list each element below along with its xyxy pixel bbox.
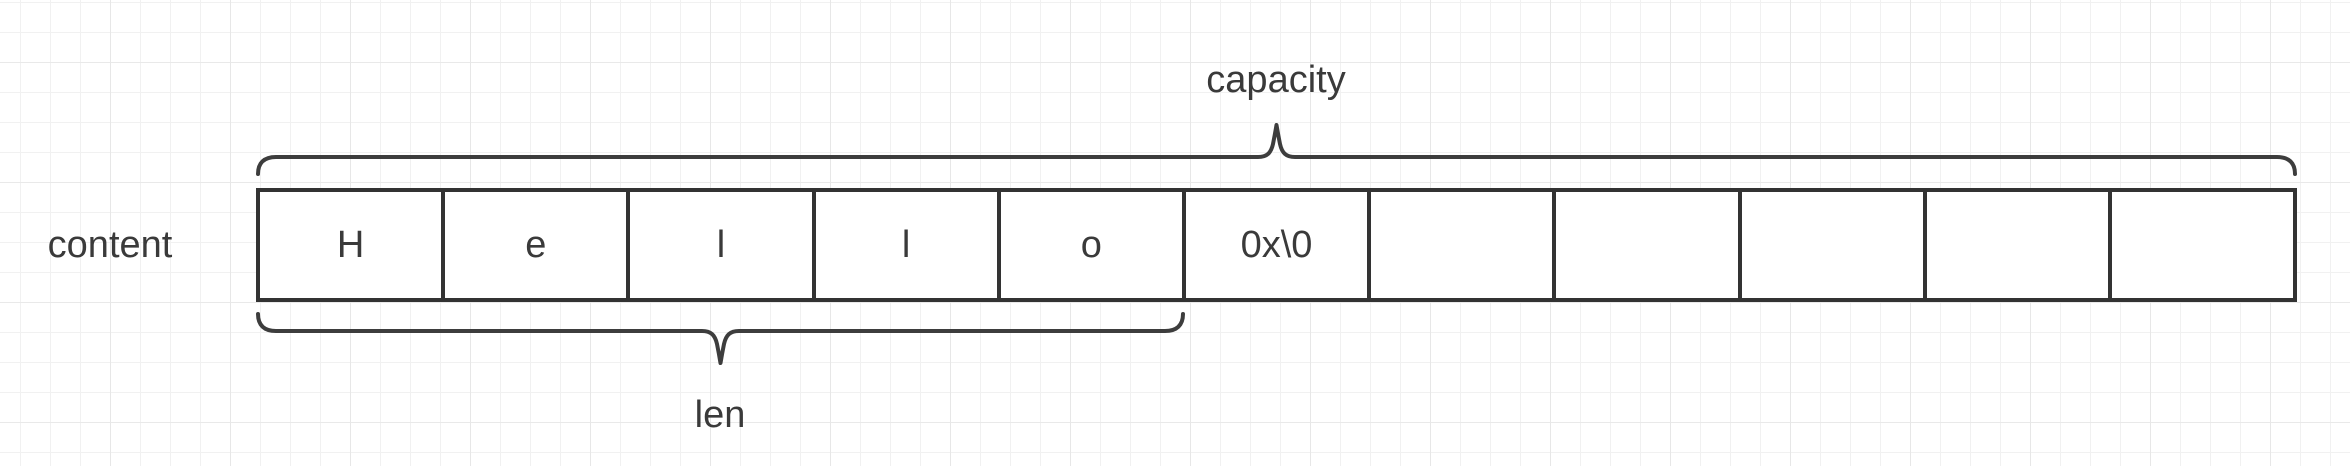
memory-cell-8: [1737, 192, 1923, 298]
capacity-label: capacity: [1206, 59, 1346, 101]
memory-cell-3: l: [811, 192, 997, 298]
memory-cell-10: [2107, 192, 2294, 298]
memory-cell-0: H: [260, 192, 442, 298]
memory-cell-row: H e l l o 0x\0: [256, 188, 2297, 302]
memory-cell-1: e: [441, 192, 627, 298]
memory-cell-9: [1922, 192, 2108, 298]
memory-cell-6: [1367, 192, 1553, 298]
capacity-brace: [256, 123, 2297, 176]
content-label: content: [47, 224, 173, 266]
memory-cell-2: l: [626, 192, 812, 298]
len-brace: [256, 312, 1185, 365]
memory-cell-5: 0x\0: [1181, 192, 1368, 298]
len-label: len: [694, 394, 746, 436]
memory-cell-4: o: [996, 192, 1182, 298]
memory-cell-7: [1552, 192, 1738, 298]
